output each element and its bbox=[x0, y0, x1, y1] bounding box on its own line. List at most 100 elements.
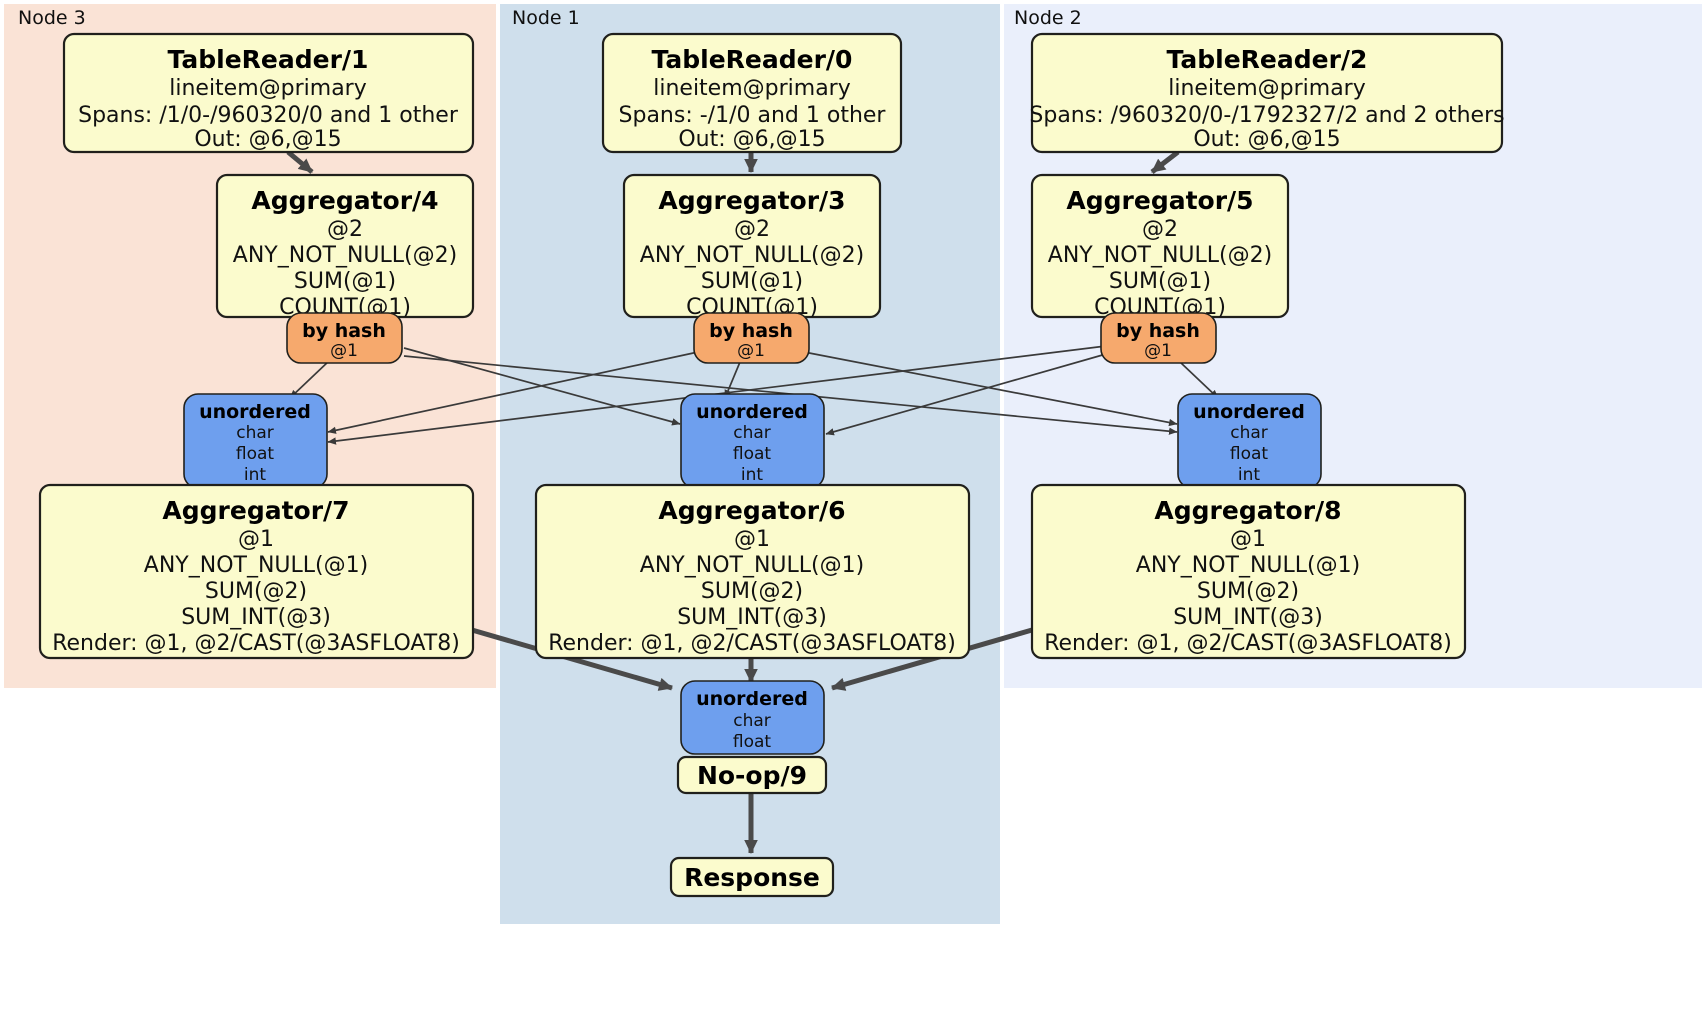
node-aggregator-8[interactable]: Aggregator/8 @1 ANY_NOT_NULL(@1) SUM(@2)… bbox=[1030, 483, 1467, 660]
by-hash-right-line-0: @1 bbox=[1144, 341, 1172, 361]
aggregator-7-box[interactable] bbox=[38, 483, 475, 660]
unordered-right-line-1: float bbox=[1230, 444, 1269, 464]
aggregator-4-line-0: @2 bbox=[327, 217, 363, 242]
by-hash-right-box[interactable] bbox=[1100, 312, 1217, 364]
edge-hash-left-to-unordered-left bbox=[289, 359, 331, 399]
table-reader-1-title: TableReader/1 bbox=[168, 45, 369, 74]
unordered-center-line-2: int bbox=[741, 465, 763, 485]
response-box[interactable] bbox=[669, 856, 835, 898]
table-reader-2-line-2: Out: @6,@15 bbox=[1193, 127, 1340, 152]
by-hash-center-line-0: @1 bbox=[737, 341, 765, 361]
table-reader-0-title: TableReader/0 bbox=[652, 45, 853, 74]
aggregator-7-line-1: ANY_NOT_NULL(@1) bbox=[144, 553, 368, 578]
aggregator-6-line-0: @1 bbox=[734, 527, 770, 552]
aggregator-6-line-1: ANY_NOT_NULL(@1) bbox=[640, 553, 864, 578]
aggregator-3-title: Aggregator/3 bbox=[658, 186, 845, 215]
unordered-center-title: unordered bbox=[696, 401, 808, 423]
unordered-left-title: unordered bbox=[199, 401, 311, 423]
node-aggregator-5[interactable]: Aggregator/5 @2 ANY_NOT_NULL(@2) SUM(@1)… bbox=[1030, 173, 1290, 320]
aggregator-7-line-0: @1 bbox=[238, 527, 274, 552]
node-aggregator-3[interactable]: Aggregator/3 @2 ANY_NOT_NULL(@2) SUM(@1)… bbox=[622, 173, 882, 320]
aggregator-4-line-1: ANY_NOT_NULL(@2) bbox=[233, 243, 457, 268]
table-reader-0-line-1: Spans: -/1/0 and 1 other bbox=[619, 103, 887, 128]
by-hash-left-title: by hash bbox=[302, 320, 386, 342]
receiver-unordered-right[interactable]: unordered char float int bbox=[1177, 393, 1322, 489]
unordered-final-box[interactable] bbox=[680, 680, 825, 755]
table-reader-1-box[interactable] bbox=[62, 32, 475, 154]
aggregator-8-title: Aggregator/8 bbox=[1154, 496, 1341, 525]
router-by-hash-right[interactable]: by hash @1 bbox=[1100, 312, 1217, 364]
aggregator-8-box[interactable] bbox=[1030, 483, 1467, 660]
aggregator-6-line-2: SUM(@2) bbox=[701, 579, 803, 604]
aggregator-7-line-3: SUM_INT(@3) bbox=[181, 605, 331, 630]
aggregator-6-line-4: Render: @1, @2/CAST(@3ASFLOAT8) bbox=[548, 631, 956, 656]
node-table-reader-0[interactable]: TableReader/0 lineitem@primary Spans: -/… bbox=[601, 32, 903, 154]
edge-hash-right-to-unordered-center bbox=[825, 353, 1107, 436]
aggregator-5-line-0: @2 bbox=[1142, 217, 1178, 242]
node-noop-9[interactable]: No-op/9 bbox=[676, 755, 828, 795]
response-title: Response bbox=[684, 863, 820, 892]
router-by-hash-left[interactable]: by hash @1 bbox=[286, 312, 403, 364]
receiver-unordered-center[interactable]: unordered char float int bbox=[680, 393, 825, 489]
aggregator-8-line-0: @1 bbox=[1230, 527, 1266, 552]
node-aggregator-6[interactable]: Aggregator/6 @1 ANY_NOT_NULL(@1) SUM(@2)… bbox=[534, 483, 971, 660]
unordered-center-line-0: char bbox=[733, 423, 771, 443]
table-reader-2-line-0: lineitem@primary bbox=[1168, 76, 1366, 101]
region-label-node1: Node 1 bbox=[512, 7, 580, 29]
table-reader-0-line-0: lineitem@primary bbox=[653, 76, 851, 101]
edge-hash-right-to-unordered-right bbox=[1179, 361, 1219, 399]
aggregator-7-line-4: Render: @1, @2/CAST(@3ASFLOAT8) bbox=[52, 631, 460, 656]
unordered-right-line-2: int bbox=[1238, 465, 1260, 485]
receiver-unordered-left[interactable]: unordered char float int bbox=[183, 393, 328, 489]
noop-9-title: No-op/9 bbox=[697, 761, 807, 790]
unordered-left-line-0: char bbox=[236, 423, 274, 443]
by-hash-left-line-0: @1 bbox=[330, 341, 358, 361]
table-reader-1-line-2: Out: @6,@15 bbox=[194, 127, 341, 152]
receiver-unordered-final[interactable]: unordered char float bbox=[680, 680, 825, 755]
aggregator-8-line-2: SUM(@2) bbox=[1197, 579, 1299, 604]
region-label-node2: Node 2 bbox=[1014, 7, 1082, 29]
aggregator-6-line-3: SUM_INT(@3) bbox=[677, 605, 827, 630]
edge-tablereader1-to-aggregator4 bbox=[286, 150, 314, 174]
edge-hash-center-to-unordered-left bbox=[327, 351, 699, 434]
unordered-right-line-0: char bbox=[1230, 423, 1268, 443]
table-reader-2-line-1: Spans: /960320/0-/1792327/2 and 2 others bbox=[1029, 103, 1504, 128]
table-reader-2-title: TableReader/2 bbox=[1167, 45, 1368, 74]
aggregator-3-line-0: @2 bbox=[734, 217, 770, 242]
table-reader-0-box[interactable] bbox=[601, 32, 903, 154]
aggregator-7-line-2: SUM(@2) bbox=[205, 579, 307, 604]
unordered-final-line-1: float bbox=[733, 732, 772, 752]
noop-9-box[interactable] bbox=[676, 755, 828, 795]
router-by-hash-center[interactable]: by hash @1 bbox=[693, 312, 810, 364]
by-hash-left-box[interactable] bbox=[286, 312, 403, 364]
unordered-final-title: unordered bbox=[696, 688, 808, 710]
by-hash-right-title: by hash bbox=[1116, 320, 1200, 342]
table-reader-0-line-2: Out: @6,@15 bbox=[678, 127, 825, 152]
node-aggregator-7[interactable]: Aggregator/7 @1 ANY_NOT_NULL(@1) SUM(@2)… bbox=[38, 483, 475, 660]
by-hash-center-title: by hash bbox=[709, 320, 793, 342]
aggregator-8-line-4: Render: @1, @2/CAST(@3ASFLOAT8) bbox=[1044, 631, 1452, 656]
unordered-final-line-0: char bbox=[733, 711, 771, 731]
unordered-left-line-2: int bbox=[244, 465, 266, 485]
table-reader-2-box[interactable] bbox=[1030, 32, 1504, 154]
node-response[interactable]: Response bbox=[669, 856, 835, 898]
aggregator-4-line-2: SUM(@1) bbox=[294, 269, 396, 294]
aggregator-7-title: Aggregator/7 bbox=[162, 496, 349, 525]
aggregator-6-title: Aggregator/6 bbox=[658, 496, 845, 525]
by-hash-center-box[interactable] bbox=[693, 312, 810, 364]
unordered-left-line-1: float bbox=[236, 444, 275, 464]
node-table-reader-1[interactable]: TableReader/1 lineitem@primary Spans: /1… bbox=[62, 32, 475, 154]
aggregator-8-line-1: ANY_NOT_NULL(@1) bbox=[1136, 553, 1360, 578]
node-table-reader-2[interactable]: TableReader/2 lineitem@primary Spans: /9… bbox=[1029, 32, 1505, 154]
node-aggregator-4[interactable]: Aggregator/4 @2 ANY_NOT_NULL(@2) SUM(@1)… bbox=[215, 173, 475, 320]
table-reader-1-line-0: lineitem@primary bbox=[169, 76, 367, 101]
aggregator-5-line-1: ANY_NOT_NULL(@2) bbox=[1048, 243, 1272, 268]
unordered-right-title: unordered bbox=[1193, 401, 1305, 423]
unordered-center-line-1: float bbox=[733, 444, 772, 464]
edge-tablereader2-to-aggregator5 bbox=[1150, 150, 1180, 174]
aggregator-8-line-3: SUM_INT(@3) bbox=[1173, 605, 1323, 630]
aggregator-6-box[interactable] bbox=[534, 483, 971, 660]
aggregator-3-line-1: ANY_NOT_NULL(@2) bbox=[640, 243, 864, 268]
